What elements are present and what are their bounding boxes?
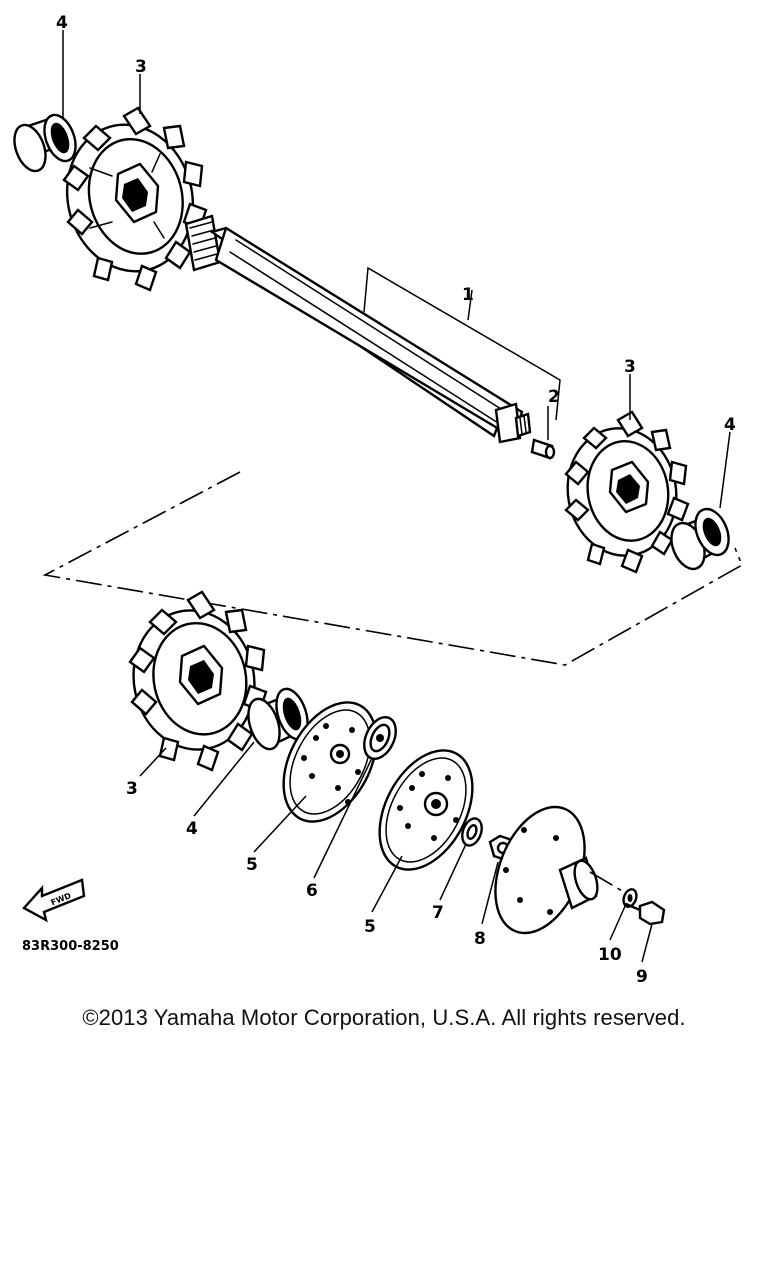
callout-1-bracket <box>363 266 561 421</box>
sprocket-top-left <box>62 106 208 292</box>
callout-3-lower: 3 <box>126 779 138 799</box>
sprocket-lower <box>128 590 268 772</box>
small-bearing <box>363 716 397 760</box>
callout-4-lower: 4 <box>186 819 198 839</box>
callout-10: 10 <box>598 945 622 965</box>
callout-4-right: 4 <box>724 415 736 435</box>
drawing-code: 83R300-8250 <box>22 939 119 954</box>
callout-9: 9 <box>636 967 648 987</box>
alignment-line <box>42 471 744 666</box>
lock-washer <box>622 888 638 908</box>
fwd-arrow-icon: FWD <box>22 878 86 923</box>
callout-6: 6 <box>306 881 318 901</box>
callout-1: 1 <box>462 285 474 305</box>
hub-flange <box>494 805 625 935</box>
drive-shaft <box>184 214 532 444</box>
parts-diagram: 4 3 1 2 3 4 3 4 5 6 5 7 8 10 9 FWD 83R30… <box>13 13 744 987</box>
plate-2 <box>378 749 474 871</box>
bearing-lower <box>247 687 309 751</box>
callout-2: 2 <box>548 387 560 407</box>
callout-5-second: 5 <box>364 917 376 937</box>
callout-3-top-left: 3 <box>135 57 147 77</box>
bearing-top-left <box>13 113 77 173</box>
callout-8: 8 <box>474 929 486 949</box>
copyright-notice: ©2013 Yamaha Motor Corporation, U.S.A. A… <box>82 1005 686 1030</box>
callout-7: 7 <box>432 903 444 923</box>
callout-5-first: 5 <box>246 855 258 875</box>
leader-lines <box>62 30 731 963</box>
sprocket-right <box>564 410 690 574</box>
callout-3-right: 3 <box>624 357 636 377</box>
plate-1 <box>282 701 378 823</box>
callout-4-top-left: 4 <box>56 13 68 33</box>
pin <box>530 406 556 460</box>
washer <box>461 817 483 847</box>
bearing-right <box>670 507 730 571</box>
bolt <box>624 900 666 926</box>
